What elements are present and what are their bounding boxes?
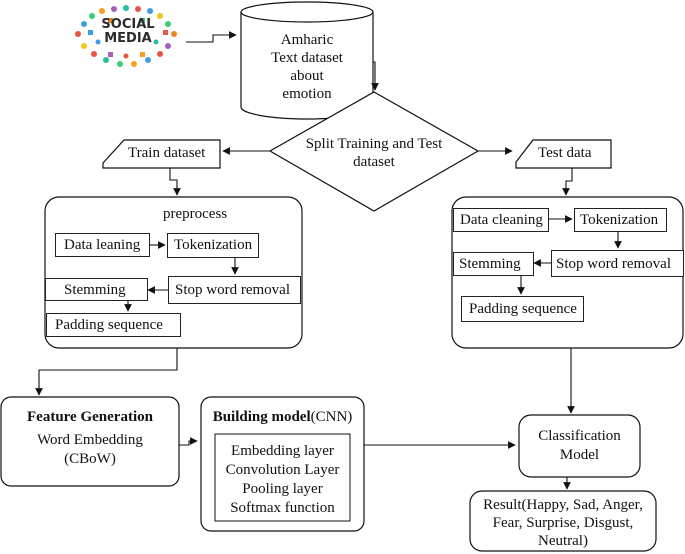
model-layer-pooling: Pooling layer [242, 481, 323, 497]
test-stemming-box: Stemming [453, 252, 534, 276]
test-padding-box: Padding sequence [461, 296, 584, 322]
result-line-1: Result(Happy, Sad, Anger, [483, 497, 643, 513]
dataset-line-2: Text dataset [271, 50, 343, 66]
social-media-logo-image [75, 5, 177, 67]
feature-title: Feature Generation [27, 409, 153, 425]
train-stemming-box: Stemming [45, 278, 148, 301]
classification-line-2: Model [559, 447, 600, 463]
classification-line-1: Classification [538, 428, 621, 444]
social-media-logo: SOCIAL MEDIA [68, 4, 192, 68]
train-dataset-shape [102, 139, 221, 169]
classification-box [518, 414, 641, 478]
model-layer-softmax: Softmax function [230, 500, 335, 516]
arrow-logo-to-dataset [186, 31, 237, 43]
model-layer-embedding: Embedding layer [231, 443, 334, 459]
preprocess-title: preprocess [163, 206, 228, 222]
test-stop-word-box: Stop word removal [551, 250, 684, 277]
train-dataset-label: Train dataset [128, 145, 206, 161]
split-line-2: dataset [353, 154, 395, 170]
split-diamond [268, 91, 480, 212]
train-tokenization-box: Tokenization [167, 233, 259, 258]
dataset-line-4: emotion [282, 86, 332, 102]
model-layer-convolution: Convolution Layer [225, 462, 340, 478]
train-stop-word-box: Stop word removal [168, 276, 301, 304]
dataset-line-1: Amharic [280, 32, 334, 48]
arrow-feature-to-model [179, 437, 198, 446]
result-box [469, 490, 657, 552]
train-data-cleaning-box: Data leaning [55, 233, 150, 257]
feature-box [0, 396, 180, 487]
test-data-cleaning-box: Data cleaning [453, 208, 549, 232]
feature-line-2: (CBoW) [64, 451, 116, 467]
arrow-train-to-preprocess [169, 168, 181, 196]
logo-text-social: SOCIAL [101, 17, 155, 32]
dataset-cylinder [240, 1, 374, 120]
model-box [200, 396, 365, 532]
test-tokenization-box: Tokenization [574, 208, 667, 232]
train-preprocess-container [44, 196, 303, 349]
test-data-shape [515, 139, 612, 169]
test-data-label: Test data [538, 145, 592, 161]
arrow-preprocess-to-feature [35, 348, 178, 396]
model-title: Building model(CNN) [201, 408, 364, 426]
arrow-test-to-preprocess [562, 168, 573, 196]
result-line-3: Neutral) [538, 533, 588, 549]
model-title-bold: Building model [212, 409, 311, 425]
dataset-line-3: about [290, 68, 324, 84]
result-line-2: Fear, Surprise, Disgust, [492, 515, 634, 531]
feature-line-1: Word Embedding [37, 432, 143, 448]
model-title-suffix: (CNN) [310, 409, 353, 425]
train-padding-box: Padding sequence [46, 313, 181, 337]
layers-box [214, 433, 351, 522]
split-line-1: Split Training and Test [305, 136, 443, 152]
arrow-dataset-to-split [371, 61, 379, 91]
logo-text-media: MEDIA [104, 31, 152, 46]
